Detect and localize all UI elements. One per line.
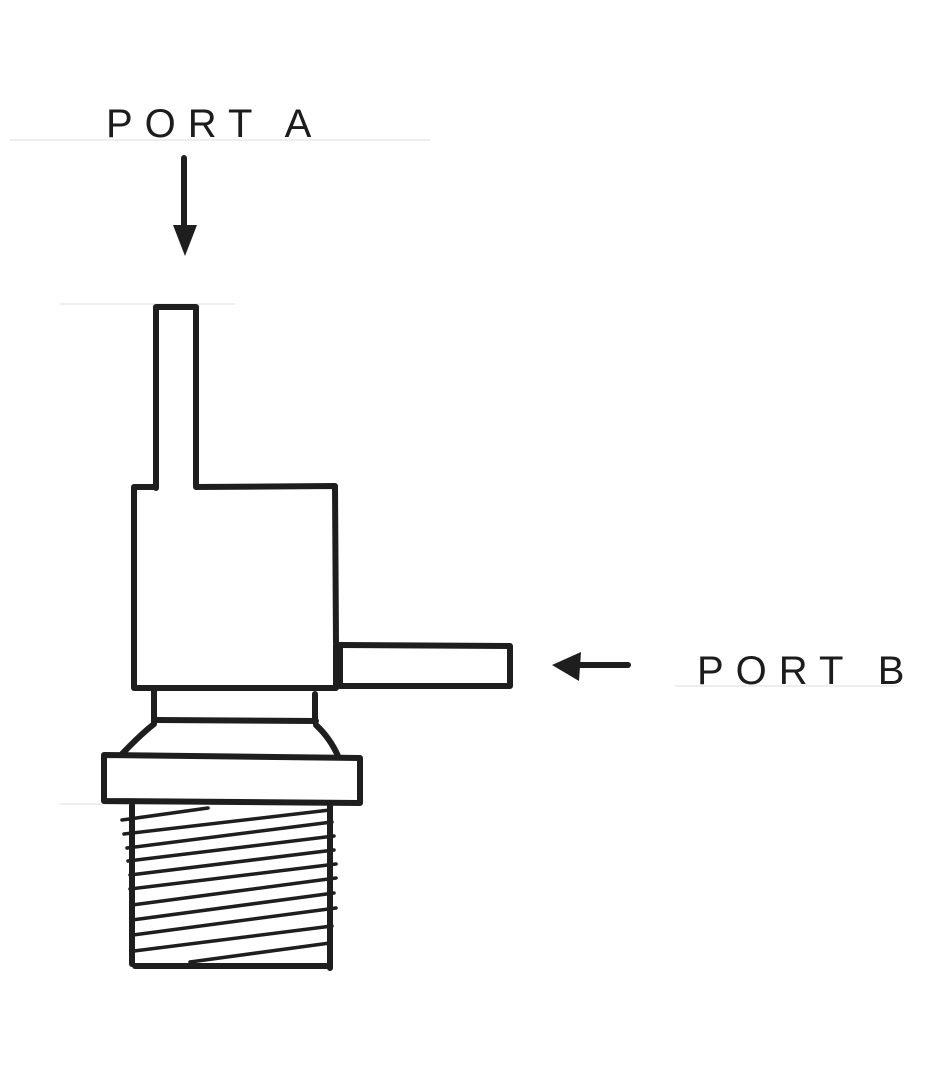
port-a-label: PORT A xyxy=(106,102,324,146)
thread-lines xyxy=(120,806,338,964)
port-b-tube xyxy=(337,642,513,689)
neck xyxy=(151,687,319,725)
taper xyxy=(119,721,341,759)
port-a-tube xyxy=(153,304,199,491)
port-b-arrow xyxy=(552,652,631,681)
main-body xyxy=(131,483,339,691)
port-a-arrow xyxy=(173,155,197,256)
scan-guide-lines xyxy=(10,139,900,805)
threaded-shank xyxy=(120,802,338,971)
port-b-label: PORT B xyxy=(697,649,917,693)
flange xyxy=(101,752,363,806)
